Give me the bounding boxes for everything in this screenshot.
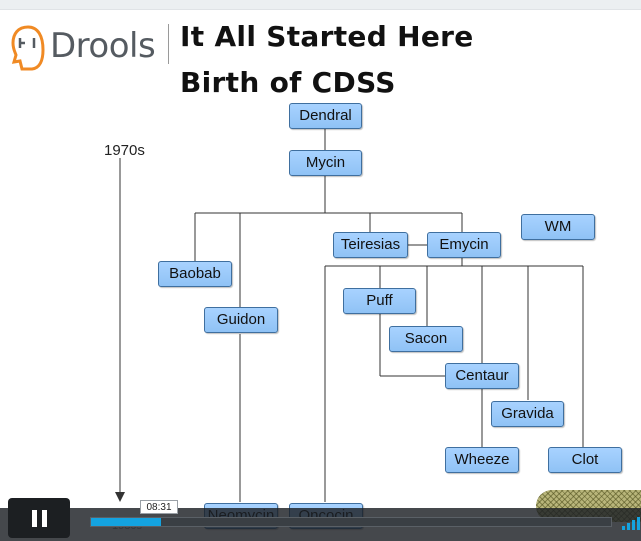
node-sacon: Sacon xyxy=(389,326,463,352)
slide: Drools It All Started Here Birth of CDSS… xyxy=(0,10,641,541)
node-teiresias: Teiresias xyxy=(333,232,408,258)
timeline-arrowhead xyxy=(115,492,125,502)
logo-divider xyxy=(168,24,169,64)
seek-bar-progress xyxy=(91,518,162,526)
node-clot: Clot xyxy=(548,447,622,473)
drools-logo: Drools xyxy=(10,22,170,72)
slide-title: It All Started Here xyxy=(180,20,474,53)
node-gravida: Gravida xyxy=(491,401,564,427)
node-dendral: Dendral xyxy=(289,103,362,129)
pause-button[interactable] xyxy=(8,498,70,538)
node-guidon: Guidon xyxy=(204,307,278,333)
time-tooltip: 08:31 xyxy=(140,500,178,514)
node-emycin: Emycin xyxy=(427,232,501,258)
node-wm: WM xyxy=(521,214,595,240)
timeline-start-label: 1970s xyxy=(104,142,145,159)
node-wheeze: Wheeze xyxy=(445,447,519,473)
seek-bar[interactable] xyxy=(90,517,612,527)
node-puff: Puff xyxy=(343,288,416,314)
node-centaur: Centaur xyxy=(445,363,519,389)
slide-subtitle: Birth of CDSS xyxy=(180,66,396,99)
logo-text: Drools xyxy=(50,26,156,66)
top-toolbar xyxy=(0,0,641,10)
hierarchy-connectors xyxy=(115,127,584,502)
node-mycin: Mycin xyxy=(289,150,362,176)
video-player-controls: 08:31 xyxy=(0,498,641,541)
volume-icon[interactable] xyxy=(622,516,640,530)
node-baobab: Baobab xyxy=(158,261,232,287)
drools-head-icon xyxy=(11,25,45,71)
